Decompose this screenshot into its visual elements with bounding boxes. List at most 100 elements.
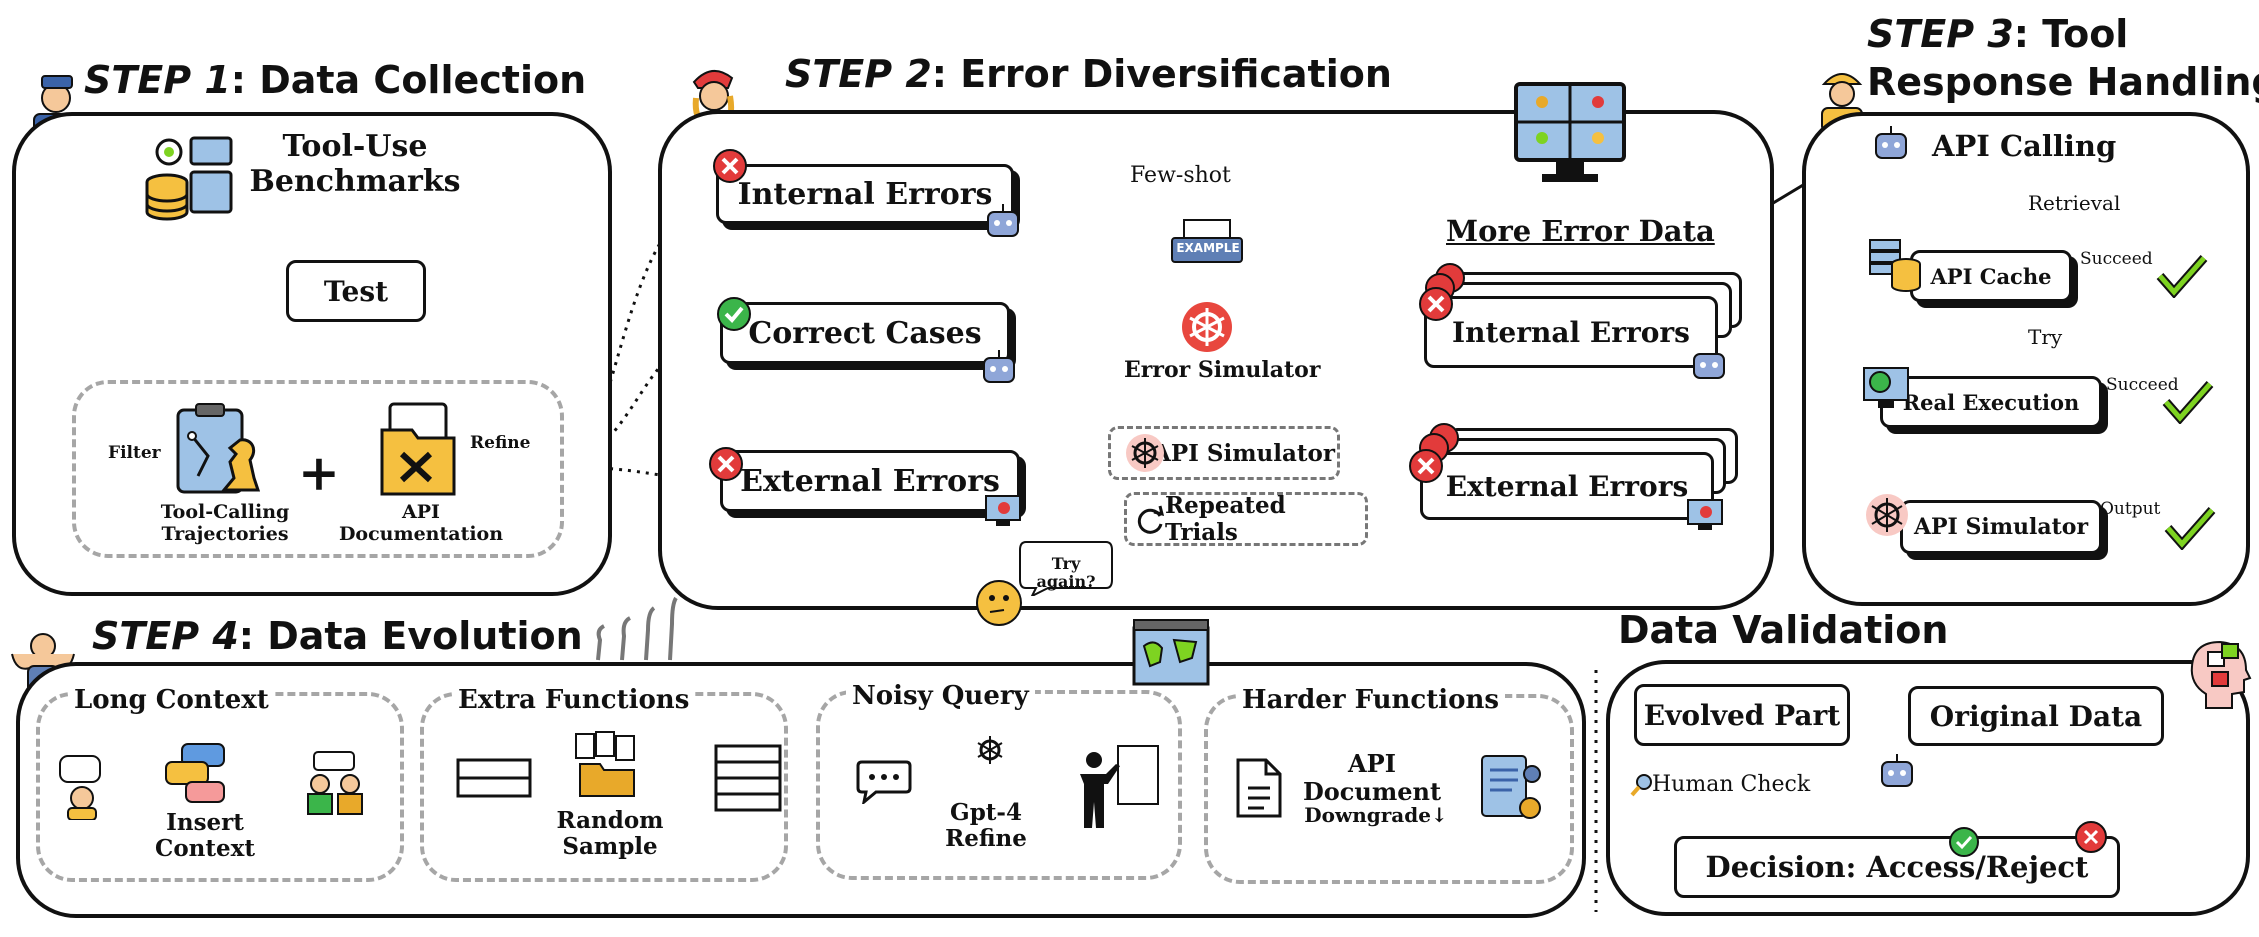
thinking-face-icon [974,578,1024,632]
decision-box: Decision: Access/Reject [1674,836,2120,898]
server-database-icon [1868,238,1924,298]
error-simulator-label: Error Simulator [1124,357,1321,383]
clipboard-chess-icon [174,400,261,500]
error-x-icon [712,148,748,188]
evolution-silhouette-icon [586,590,682,666]
step2-prefix: STEP 2 [785,52,932,96]
robot-icon [1870,122,1912,168]
more-error-data-label: More Error Data [1446,214,1715,248]
long-context-label: Long Context [68,685,275,716]
folder-files-icon [572,730,640,804]
gpt4-refine-label: Gpt-4 Refine [945,799,1027,853]
validation-title: Data Validation [1618,608,1949,652]
table-small-icon [456,758,532,802]
openai-logo-icon [972,732,1008,772]
generated-external-errors-box: External Errors [1420,452,1714,520]
chat-dots-icon [856,760,912,808]
checkmark-icon [2162,380,2214,428]
test-box: Test [286,260,426,322]
internal-errors-box: Internal Errors [716,164,1014,224]
trajectories-label: Tool-Calling Trajectories [160,501,290,545]
robot-icon [982,200,1024,246]
succeed-label: Succeed [2080,249,2153,269]
step1-prefix: STEP 1 [84,58,231,102]
robot-icon [1688,342,1730,388]
api-document-icon [378,400,458,502]
step3-api-simulator-box: API Simulator [1900,500,2102,554]
dataset-dashed-box [72,380,564,558]
few-shot-label: Few-shot [1130,163,1231,188]
api-calling-label: API Calling [1932,129,2117,163]
openai-logo-icon [1180,300,1234,358]
human-check-label: Human Check [1652,772,1811,797]
evolved-part-box: Evolved Part [1634,684,1850,746]
step2-title-text: : Error Diversification [931,52,1392,96]
try-again-label: Try again? [1036,554,1096,592]
error-x-icon [1418,286,1454,326]
step4-prefix: STEP 4 [92,614,239,658]
repeated-trials-box: Repeated Trials [1124,492,1368,546]
server-gear-icon [984,492,1024,532]
server-gear-icon [1686,496,1726,536]
step2-title: STEP 2: Error Diversification [785,52,1392,96]
table-large-icon [714,744,782,816]
real-execution-box: Real Execution [1880,376,2102,428]
try-label: Try [2028,325,2063,349]
harder-functions-label: Harder Functions [1236,685,1505,716]
step3-prefix: STEP 3 [1867,12,2014,56]
random-sample-label: Random Sample [556,807,664,861]
original-data-box: Original Data [1908,686,2164,746]
correct-cases-box: Correct Cases [720,302,1010,364]
api-document-label: API Document [1302,749,1442,806]
openai-logo-icon [1124,432,1166,478]
step1-title-text: : Data Collection [230,58,587,102]
person-chat-icon [56,754,108,824]
globe-monitor-icon [1860,362,1912,418]
generated-internal-errors-box: Internal Errors [1424,296,1718,368]
check-circle-icon [716,296,752,336]
check-circle-icon [1948,826,1980,862]
step4-title: STEP 4: Data Evolution [92,614,583,658]
refine-label: Refine [470,433,531,453]
api-doc-label: API Documentation [338,501,504,545]
robot-icon [1876,752,1918,796]
output-label: Output [2100,499,2161,519]
document-icon [1236,758,1282,822]
noisy-query-label: Noisy Query [846,681,1035,712]
step4-title-text: : Data Evolution [238,614,583,658]
world-map-icon [1130,618,1212,692]
example-label: EXAMPLE [1176,241,1240,255]
step1-panel [12,112,612,596]
checkmark-icon [2156,254,2208,302]
refresh-icon [1134,504,1166,540]
speech-bubble [1018,538,1114,600]
insert-context-label: Insert Context [155,809,255,863]
error-x-icon [708,446,744,486]
two-people-chat-icon [300,750,370,820]
downgrade-label: Downgrade↓ [1304,803,1448,827]
step3-title-line2: Response Handling [1867,60,2259,104]
step3-title-text: : Tool [2013,12,2129,56]
filter-label: Filter [108,443,161,463]
repeated-trials-label: Repeated Trials [1165,492,1286,546]
succeed-label: Succeed [2106,375,2179,395]
api-cache-box: API Cache [1910,250,2072,302]
error-x-icon [2074,820,2108,858]
step1-title: STEP 1: Data Collection [84,58,586,102]
checkmark-icon [2164,506,2216,554]
external-errors-box: External Errors [720,450,1020,512]
head-checklist-icon [2186,638,2252,716]
chat-bubbles-icon [162,742,228,812]
magnifier-icon [1630,772,1654,802]
database-icon [145,132,237,226]
presenter-board-icon [1070,744,1162,834]
example-book-icon: EXAMPLE [1170,218,1246,270]
video-call-monitor-icon [1512,80,1630,192]
retrieval-label: Retrieval [2028,191,2121,215]
plus-icon: + [298,443,340,502]
extra-functions-label: Extra Functions [452,685,696,716]
api-gear-document-icon [1476,752,1546,828]
step3-title: STEP 3: Tool [1867,12,2128,56]
error-x-icon [1408,448,1444,488]
api-simulator-label: API Simulator [1152,439,1336,467]
